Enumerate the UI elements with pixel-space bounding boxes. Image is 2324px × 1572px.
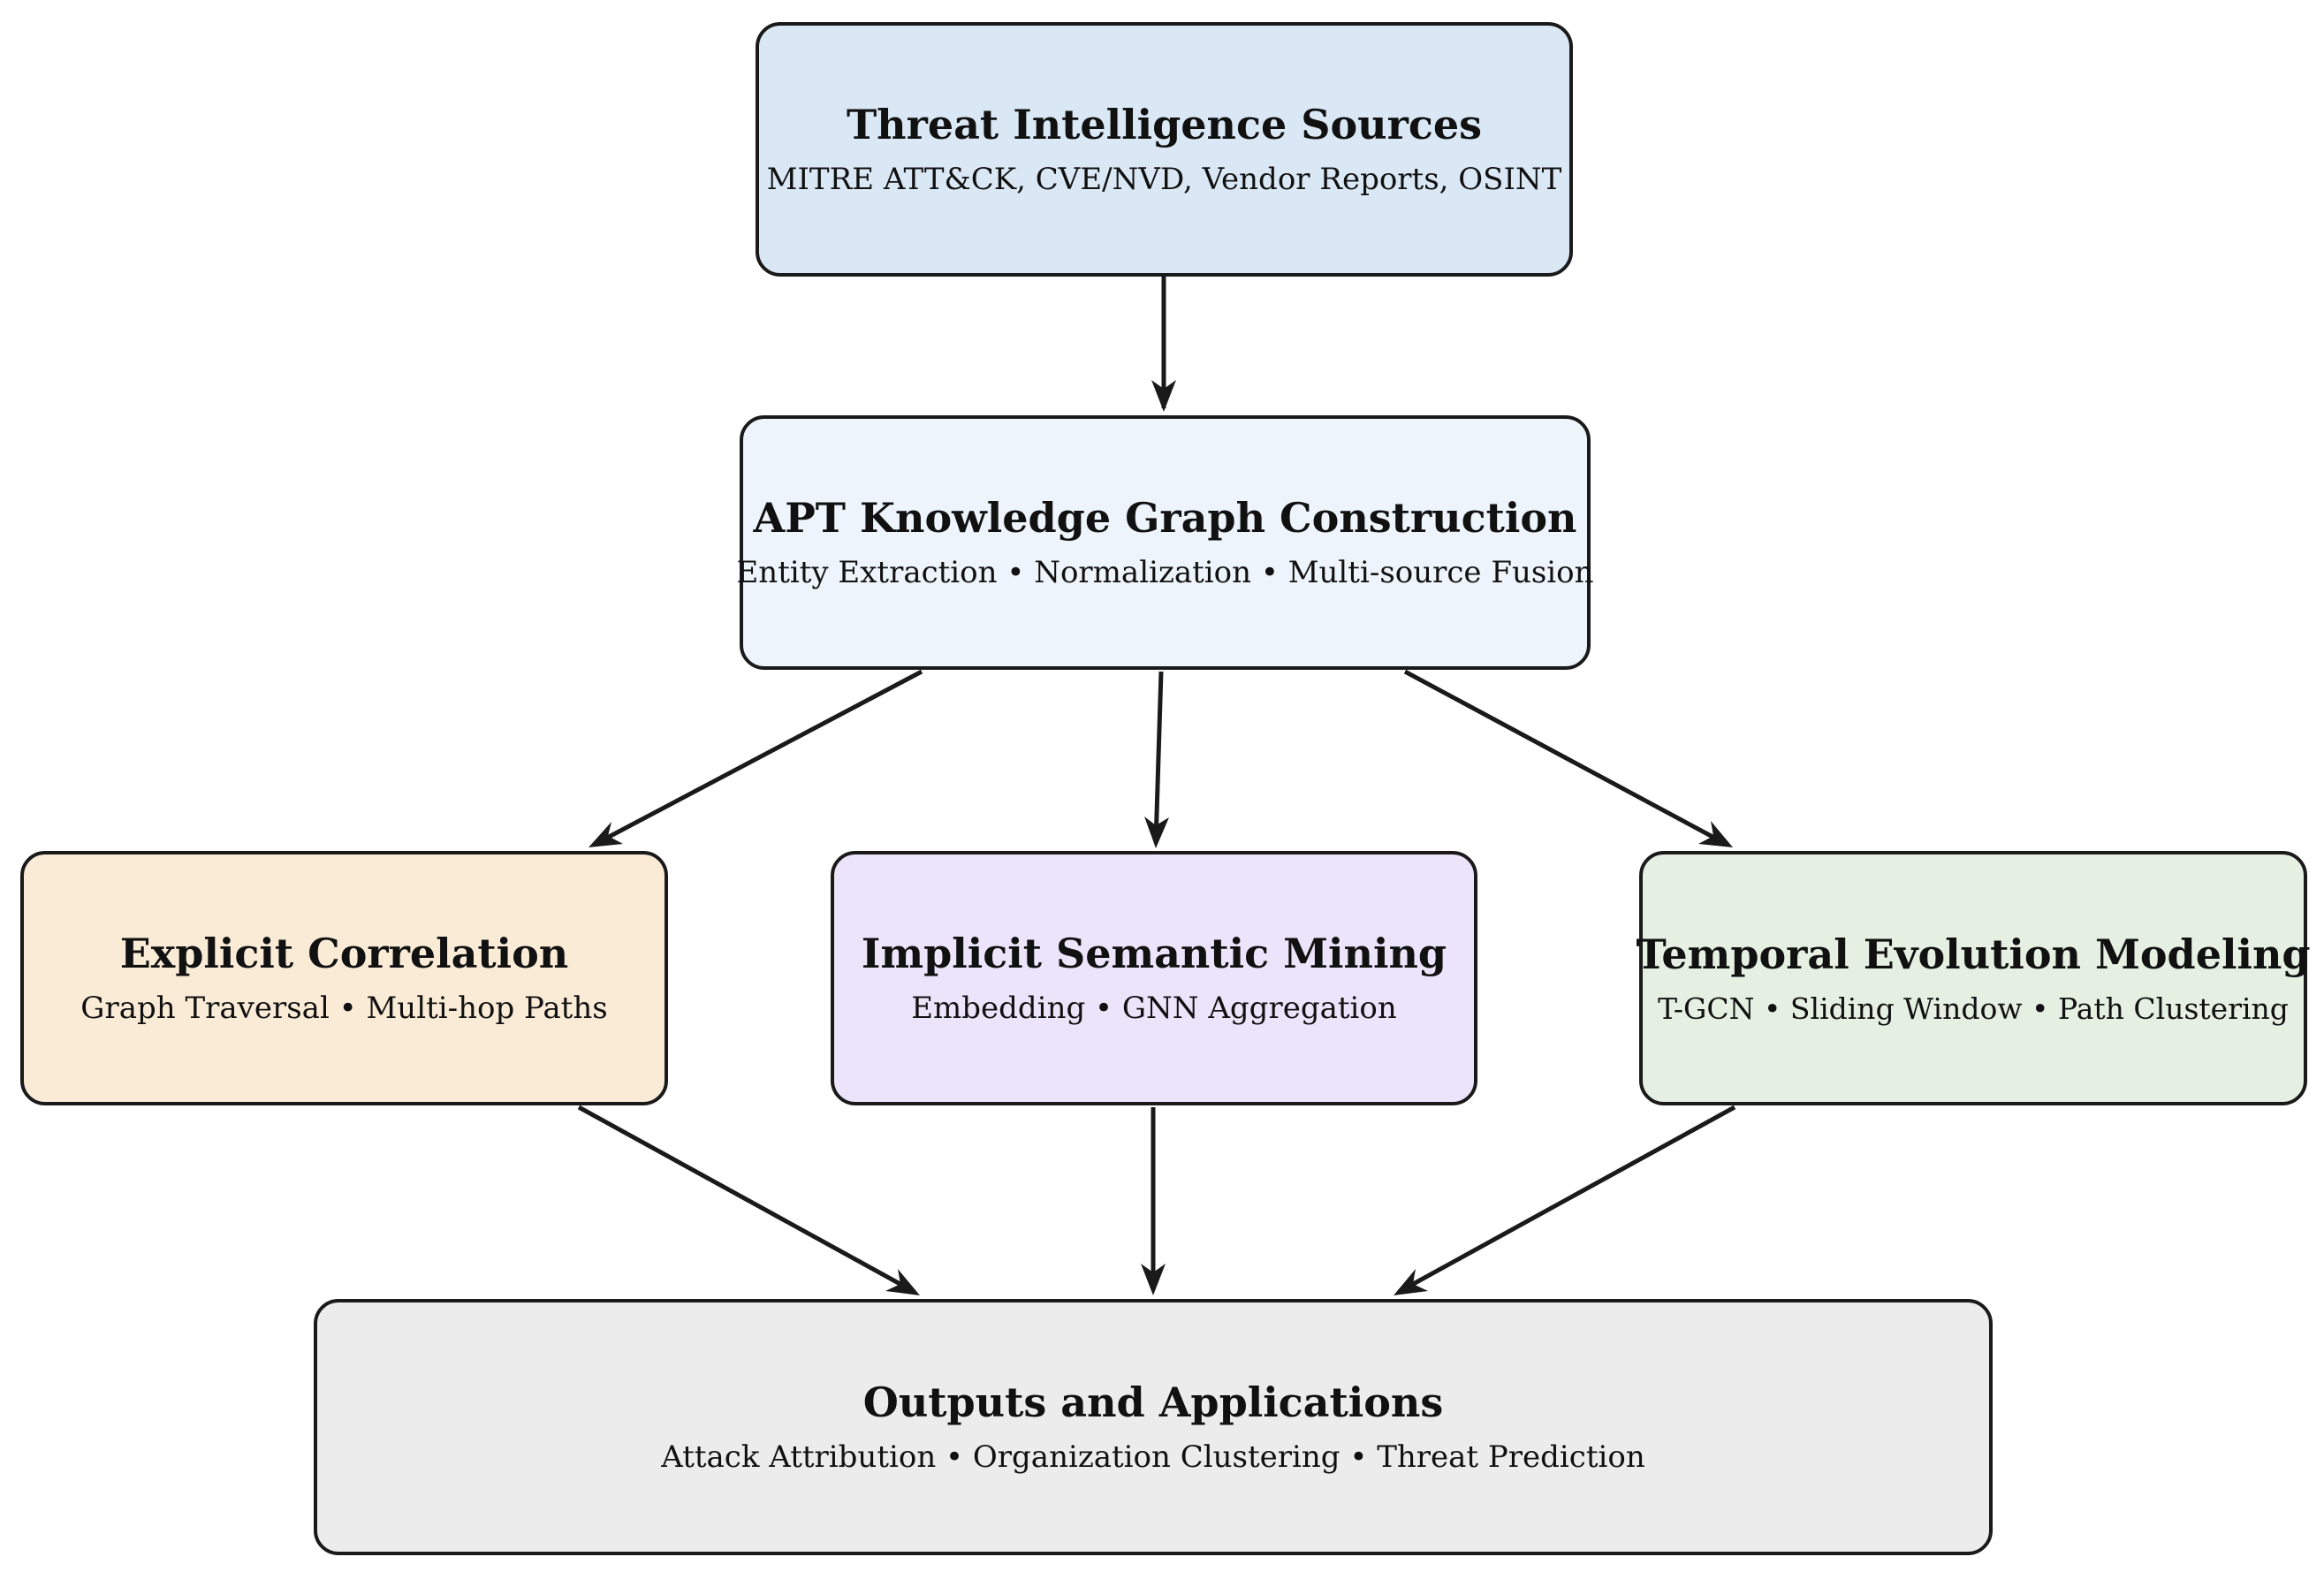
node-implicit-semantic-mining: Implicit Semantic Mining Embedding • GNN… [831, 851, 1477, 1105]
arrow-kg-to-temporal [1403, 669, 1733, 847]
node-subtitle: Graph Traversal • Multi-hop Paths [80, 991, 608, 1027]
arrow-implicit-to-outputs [1141, 1107, 1166, 1295]
node-subtitle: T-GCN • Sliding Window • Path Clustering [1658, 991, 2289, 1026]
node-title: Outputs and Applications [862, 1378, 1444, 1426]
node-subtitle: Attack Attribution • Organization Cluste… [661, 1439, 1645, 1476]
arrow-explicit-to-outputs [577, 1105, 920, 1295]
node-threat-intelligence-sources: Threat Intelligence Sources MITRE ATT&CK… [756, 22, 1573, 277]
node-subtitle: Entity Extraction • Normalization • Mult… [736, 555, 1594, 591]
arrow-sources-to-kg [1151, 277, 1176, 412]
node-title: Temporal Evolution Modeling [1636, 930, 2311, 978]
node-subtitle: MITRE ATT&CK, CVE/NVD, Vendor Reports, O… [766, 162, 1562, 198]
node-outputs-and-applications: Outputs and Applications Attack Attribut… [314, 1299, 1993, 1555]
node-title: Threat Intelligence Sources [846, 101, 1483, 148]
arrow-temporal-to-outputs [1394, 1105, 1736, 1295]
node-temporal-evolution-modeling: Temporal Evolution Modeling T-GCN • Slid… [1636, 851, 2311, 1105]
node-title: APT Knowledge Graph Construction [753, 494, 1577, 542]
node-title: Implicit Semantic Mining [861, 930, 1447, 977]
arrow-kg-to-implicit [1144, 671, 1169, 848]
node-subtitle: Embedding • GNN Aggregation [911, 991, 1397, 1027]
node-title: Explicit Correlation [119, 930, 569, 977]
node-explicit-correlation: Explicit Correlation Graph Traversal • M… [20, 851, 668, 1105]
node-apt-knowledge-graph-construction: APT Knowledge Graph Construction Entity … [736, 415, 1594, 670]
arrow-kg-to-explicit [589, 669, 923, 847]
